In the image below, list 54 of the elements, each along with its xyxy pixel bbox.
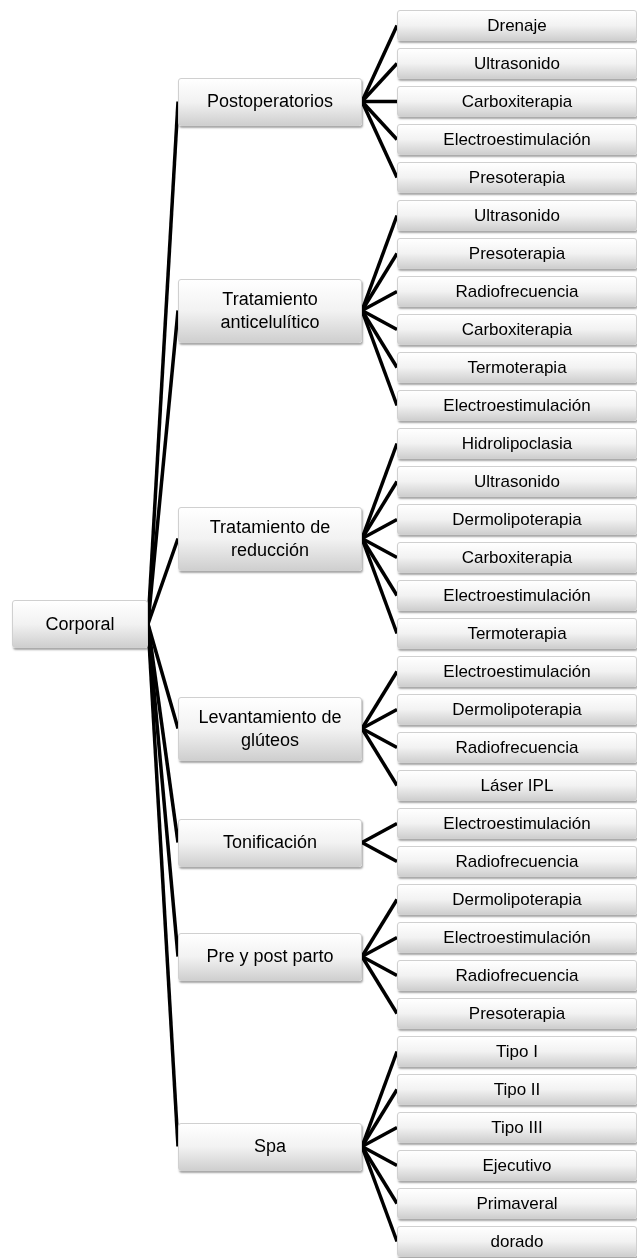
treatment-box: Ultrasonido	[397, 200, 637, 231]
treatment-box: Electroestimulación	[397, 808, 637, 839]
treatment-box: Electroestimulación	[397, 922, 637, 953]
connector-line	[361, 1144, 398, 1168]
treatment-box: Ejecutivo	[397, 1150, 637, 1181]
connector-line	[361, 289, 398, 313]
treatment-box: Dermolipoterapia	[397, 694, 637, 725]
treatment-box: Hidrolipoclasia	[397, 428, 637, 459]
connector-line	[361, 308, 398, 332]
treatment-box: Presoterapia	[397, 238, 637, 269]
treatment-box: Carboxiterapia	[397, 86, 637, 117]
category-box: Tonificación	[178, 818, 362, 867]
connector-line	[361, 1125, 398, 1149]
treatment-box: Tipo III	[397, 1112, 637, 1143]
treatment-box: Termoterapia	[397, 618, 637, 649]
category-box: Tratamiento de reducción	[178, 506, 362, 571]
category-box: Tratamiento anticelulítico	[178, 278, 362, 343]
treatment-box: Drenaje	[397, 10, 637, 41]
category-box: Levantamiento de glúteos	[178, 696, 362, 761]
connector-line	[361, 954, 398, 978]
treatment-box: Radiofrecuencia	[397, 960, 637, 991]
treatment-box: dorado	[397, 1226, 637, 1257]
treatment-box: Radiofrecuencia	[397, 846, 637, 877]
treatment-box: Presoterapia	[397, 998, 637, 1029]
connector-line	[361, 536, 398, 560]
connector-line	[361, 726, 398, 750]
connector-line	[362, 99, 397, 104]
treatment-box: Presoterapia	[397, 162, 637, 193]
connector-line	[361, 821, 398, 845]
treatment-box: Electroestimulación	[397, 656, 637, 687]
treatment-box: Carboxiterapia	[397, 314, 637, 345]
connector-line	[361, 840, 398, 864]
treatment-box: Carboxiterapia	[397, 542, 637, 573]
treatment-box: Electroestimulación	[397, 580, 637, 611]
treatment-box: Láser IPL	[397, 770, 637, 801]
treatment-box: Electroestimulación	[397, 390, 637, 421]
treatment-box: Dermolipoterapia	[397, 884, 637, 915]
treatment-box: Ultrasonido	[397, 48, 637, 79]
treatment-box: Ultrasonido	[397, 466, 637, 497]
treatment-box: Radiofrecuencia	[397, 732, 637, 763]
connector-line	[361, 707, 398, 731]
treatment-box: Primaveral	[397, 1188, 637, 1219]
treatment-box: Electroestimulación	[397, 124, 637, 155]
treatment-box: Tipo I	[397, 1036, 637, 1067]
treatment-box: Termoterapia	[397, 352, 637, 383]
treatment-box: Radiofrecuencia	[397, 276, 637, 307]
treatment-box: Dermolipoterapia	[397, 504, 637, 535]
connector-line	[361, 517, 398, 541]
treatment-box: Tipo II	[397, 1074, 637, 1105]
category-box: Spa	[178, 1122, 362, 1171]
root-box: Corporal	[12, 600, 148, 648]
category-box: Pre y post parto	[178, 932, 362, 981]
connector-line	[361, 935, 398, 959]
category-box: Postoperatorios	[178, 77, 362, 126]
